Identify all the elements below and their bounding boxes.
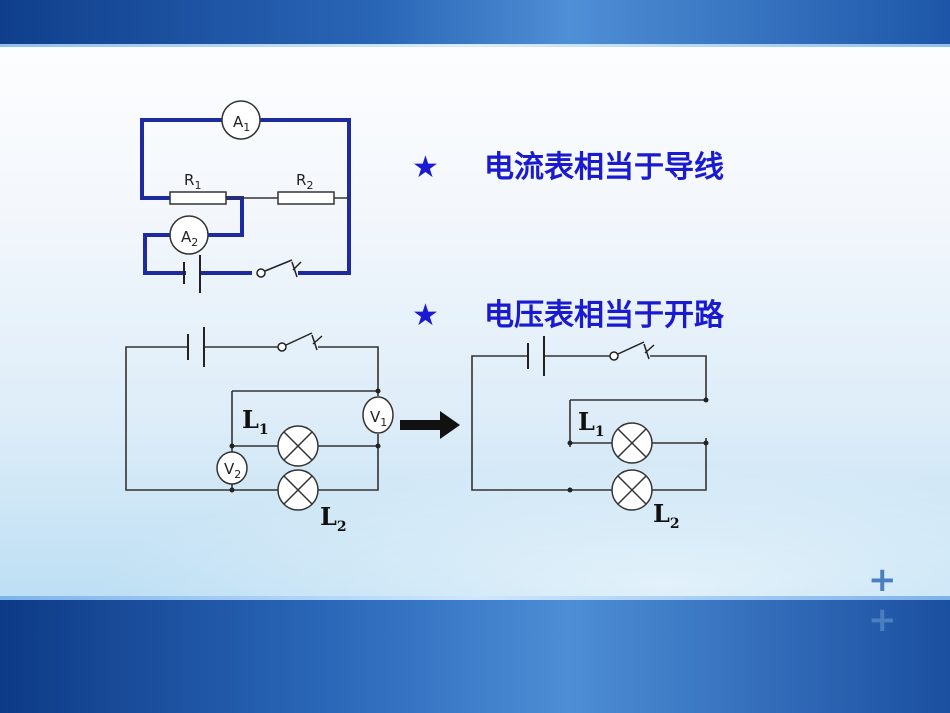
wire [143,233,186,275]
lamp-l2-label: L2 [653,499,680,532]
header-band [0,0,950,47]
voltmeter-v1 [362,396,394,434]
footer-band [0,596,950,713]
resistor-r2 [277,191,335,205]
wire [318,434,379,491]
arrow-right-icon [400,411,460,439]
voltmeter-v1-label: V1 [370,408,387,429]
lamp-l2 [611,469,653,511]
voltmeter-v2-label: V2 [224,460,241,481]
wire [650,355,707,400]
wire [140,118,224,200]
circuit-voltmeter [125,346,379,491]
wire [651,438,707,491]
lamp-l1 [611,422,653,464]
voltmeter-v2 [216,451,248,485]
statement-ammeter-text: 电流表相当于导线 [484,150,724,185]
lamp-l1-label: L1 [578,407,605,440]
resistor-r1-label: R1 [184,171,201,192]
wire [471,355,613,491]
wire [125,346,278,491]
wire [318,346,379,396]
lamp-l1 [277,425,319,467]
battery-1 [183,255,201,293]
switch-2 [277,332,323,352]
lamp-l1-label: L1 [242,405,269,438]
switch-1 [256,259,302,278]
circuit-simplified [471,355,707,491]
resistor-r1 [169,191,227,205]
switch-3 [609,341,655,361]
ammeter-a2-label: A2 [181,228,198,249]
wire [258,118,351,275]
statement-voltmeter: ★ 电压表相当于开路 [412,290,724,334]
battery-3 [527,336,545,376]
star-icon: ★ [412,150,439,185]
statement-voltmeter-text: 电压表相当于开路 [484,298,724,333]
resistor-r2-label: R2 [296,171,313,192]
ammeter-a1-label: A1 [233,113,250,134]
ammeter-a1 [221,100,261,140]
lamp-l2-label: L2 [320,502,347,535]
lamp-l2 [277,469,319,511]
plus-decoration: + + [868,560,907,640]
ammeter-a2 [169,215,209,255]
star-icon: ★ [412,298,439,333]
battery-2 [187,327,205,367]
statement-ammeter: ★ 电流表相当于导线 [412,142,724,186]
